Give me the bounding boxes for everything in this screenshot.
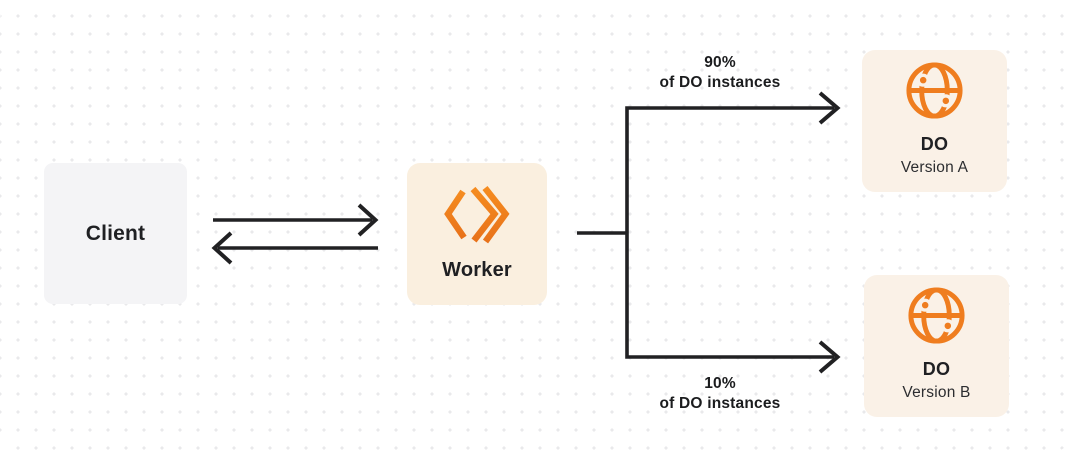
do-b-title: DO: [922, 359, 951, 379]
arrowhead-top-branch-icon: [818, 91, 841, 125]
arrowhead-right-icon: [357, 203, 379, 237]
flow-bottom-percent: 10%: [704, 375, 736, 392]
workers-icon: [441, 186, 513, 244]
do-version-b-node: DO Version B: [864, 275, 1009, 417]
arrowhead-left-icon: [211, 231, 233, 265]
globe-icon: [903, 59, 966, 122]
worker-label: Worker: [442, 259, 512, 281]
do-b-subtitle: Version B: [902, 384, 971, 401]
do-version-a-node: DO Version A: [862, 50, 1007, 192]
branch-trunk: [577, 106, 834, 359]
client-label: Client: [85, 221, 146, 245]
do-a-subtitle: Version A: [900, 159, 969, 176]
arrowhead-bottom-branch-icon: [818, 340, 841, 374]
flow-top-caption: of DO instances: [659, 74, 781, 91]
do-a-title: DO: [920, 134, 949, 154]
flow-top-label: 90% of DO instances: [620, 53, 820, 93]
flow-bottom-caption: of DO instances: [659, 395, 781, 412]
flow-top-percent: 90%: [704, 54, 736, 71]
client-node: Client: [44, 163, 187, 304]
flow-bottom-label: 10% of DO instances: [620, 374, 820, 414]
worker-node: Worker: [407, 163, 547, 305]
globe-icon: [905, 284, 968, 347]
